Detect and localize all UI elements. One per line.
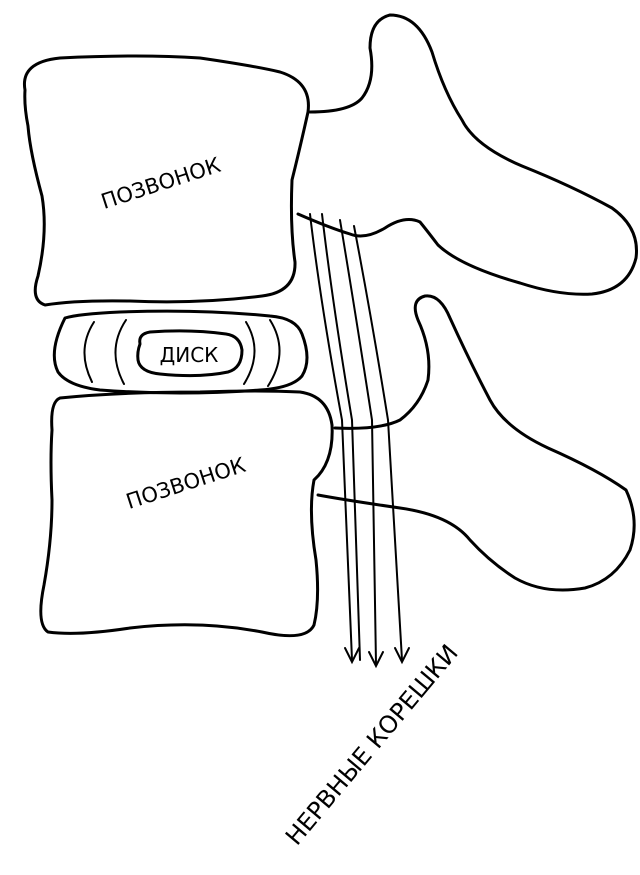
nerve-roots-label: НЕРВНЫЕ КОРЕШКИ xyxy=(280,639,464,850)
lower-posterior-process xyxy=(318,296,634,590)
nerve-root-4 xyxy=(354,226,402,660)
lower-vertebra-body xyxy=(41,391,332,636)
upper-posterior-process xyxy=(298,15,637,294)
disc-ring-left-inner xyxy=(115,320,126,384)
disc-ring-left-outer xyxy=(84,322,94,382)
lower-vertebra-label: ПОЗВОНОК xyxy=(123,453,248,514)
disc-ring-right-inner xyxy=(244,322,255,384)
disc-label: ДИСК xyxy=(160,343,219,367)
disc-ring-right-outer xyxy=(268,320,280,386)
upper-vertebra-label: ПОЗВОНОК xyxy=(98,153,223,214)
nerve-root-2 xyxy=(322,214,360,660)
